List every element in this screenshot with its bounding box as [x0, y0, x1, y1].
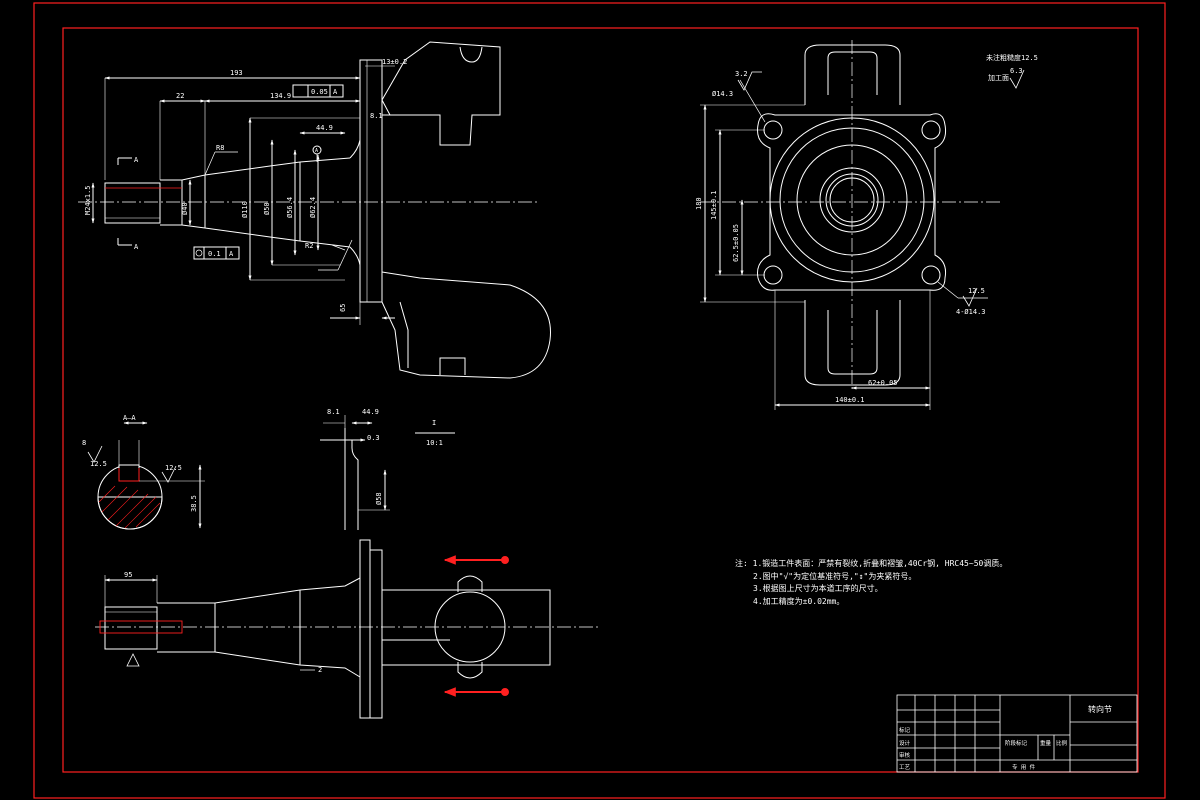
dim-193: 193 — [230, 69, 243, 77]
technical-notes: 注: 1.锻造工件表面：严禁有裂纹,折叠和褶皱,40Cr钢, HRC45~50调… — [735, 558, 1007, 608]
hole-dia: Ø14.3 — [712, 90, 733, 98]
dim-134: 134.9 — [270, 92, 291, 100]
dia-thread: M24x1.5 — [84, 185, 92, 215]
section-hatch — [98, 485, 161, 529]
dim-140: 140±0.1 — [835, 396, 865, 404]
holes-spec: 4-Ø14.3 — [956, 308, 986, 316]
machined-rough: 6.3 — [1010, 67, 1023, 75]
process-labels: 95 2 — [124, 571, 322, 674]
detail-i — [320, 415, 455, 530]
flange-65: 65 — [339, 304, 347, 312]
bottom-95: 95 — [124, 571, 132, 579]
note-2: 2.图中"√"为定位基准符号,"↕"为夹紧符号。 — [753, 571, 917, 581]
section-title: A—A — [123, 414, 136, 422]
dim-22: 22 — [176, 92, 184, 100]
title-block-text: 标记 设计 审核 工艺 阶段标记 重量 比例 专 用 件 转向节 — [899, 704, 1112, 771]
tb-row-4: 工艺 — [899, 764, 911, 771]
detail-8: 8.1 — [327, 408, 340, 416]
machined-label: 加工面 — [988, 73, 1009, 82]
dia-50: Ø50 — [263, 202, 271, 215]
tb-part-name: 转向节 — [1088, 704, 1112, 714]
main-view — [78, 41, 551, 379]
keyway-slot — [99, 620, 183, 634]
tb-row-3: 审核 — [899, 751, 911, 759]
hole-rough: 3.2 — [735, 70, 748, 78]
datum-a: A — [315, 148, 318, 154]
section-labels: A—A 8 12.5 12.5 38.5 — [82, 414, 198, 512]
dim-145: 145±0.1 — [710, 190, 718, 220]
tb-stage: 阶段标记 — [1005, 739, 1028, 747]
dim-62h: 62±0.05 — [868, 379, 898, 387]
dia-56: Ø56.4 — [286, 197, 294, 218]
tb-row-2: 设计 — [899, 739, 911, 747]
sec-depth: 38.5 — [190, 495, 198, 512]
rough-12: 12.5 — [968, 287, 985, 295]
sec-mark-top: A — [134, 156, 139, 164]
sec-top: 8 — [82, 439, 86, 447]
sheet-outer-border — [33, 2, 1166, 799]
flange-view — [700, 40, 1025, 410]
detail-dia: Ø58 — [375, 492, 383, 505]
detail-03: 0.3 — [367, 434, 380, 442]
frame-coax-datum: A — [229, 250, 234, 258]
clamp-arrows — [443, 555, 509, 697]
sec-rough: 12.5 — [90, 460, 107, 468]
note-3: 3.根据图上尺寸为本道工序的尺寸。 — [753, 584, 883, 593]
dim-44: 44.9 — [316, 124, 333, 132]
tb-weight: 重量 — [1040, 739, 1052, 747]
dia-62: Ø62.4 — [309, 197, 317, 218]
section-a-a — [87, 421, 205, 530]
radius-r2: R2 — [305, 242, 313, 250]
main-view-labels: 193 13±0.2 22 134.9 44.9 0.05 A 0.1 A A … — [84, 58, 407, 312]
bottom-r2: 2 — [318, 666, 322, 674]
dia-40: Ø40 — [181, 202, 189, 215]
view-label-i: I — [432, 419, 436, 427]
sheet-inner-border — [62, 27, 1139, 773]
flange-8: 8.1 — [370, 112, 383, 120]
detail-44: 44.9 — [362, 408, 379, 416]
note-4: 4.加工精度为±0.02mm。 — [753, 596, 845, 606]
process-view — [95, 539, 600, 719]
frame-runout-datum: A — [333, 88, 338, 96]
frame-runout-value: 0.05 — [311, 88, 328, 96]
sec-mark-bottom: A — [134, 243, 139, 251]
radius-r8: R8 — [216, 144, 224, 152]
view-scale: 10:1 — [426, 439, 443, 447]
tb-scale: 比例 — [1056, 739, 1068, 747]
title-block — [896, 694, 1138, 773]
dim-180: 180 — [695, 197, 703, 210]
tb-row-1: 标记 — [899, 726, 911, 734]
flange-view-labels: 未注粗糙度12.5 加工面 6.3 3.2 Ø14.3 180 145±0.1 … — [695, 53, 1038, 404]
dim-62v: 62.5±0.05 — [732, 224, 740, 262]
frame-coax-value: 0.1 — [208, 250, 221, 258]
tb-part-no: 专 用 件 — [1012, 763, 1036, 771]
dim-13: 13±0.2 — [382, 58, 407, 66]
dia-110: Ø110 — [241, 201, 249, 218]
sec-rough2: 12.5 — [165, 464, 182, 472]
detail-labels: 8.1 44.9 0.3 Ø58 I 10:1 — [327, 408, 443, 505]
roughness-note: 未注粗糙度12.5 — [986, 53, 1038, 62]
note-1: 注: 1.锻造工件表面：严禁有裂纹,折叠和褶皱,40Cr钢, HRC45~50调… — [735, 559, 1008, 568]
